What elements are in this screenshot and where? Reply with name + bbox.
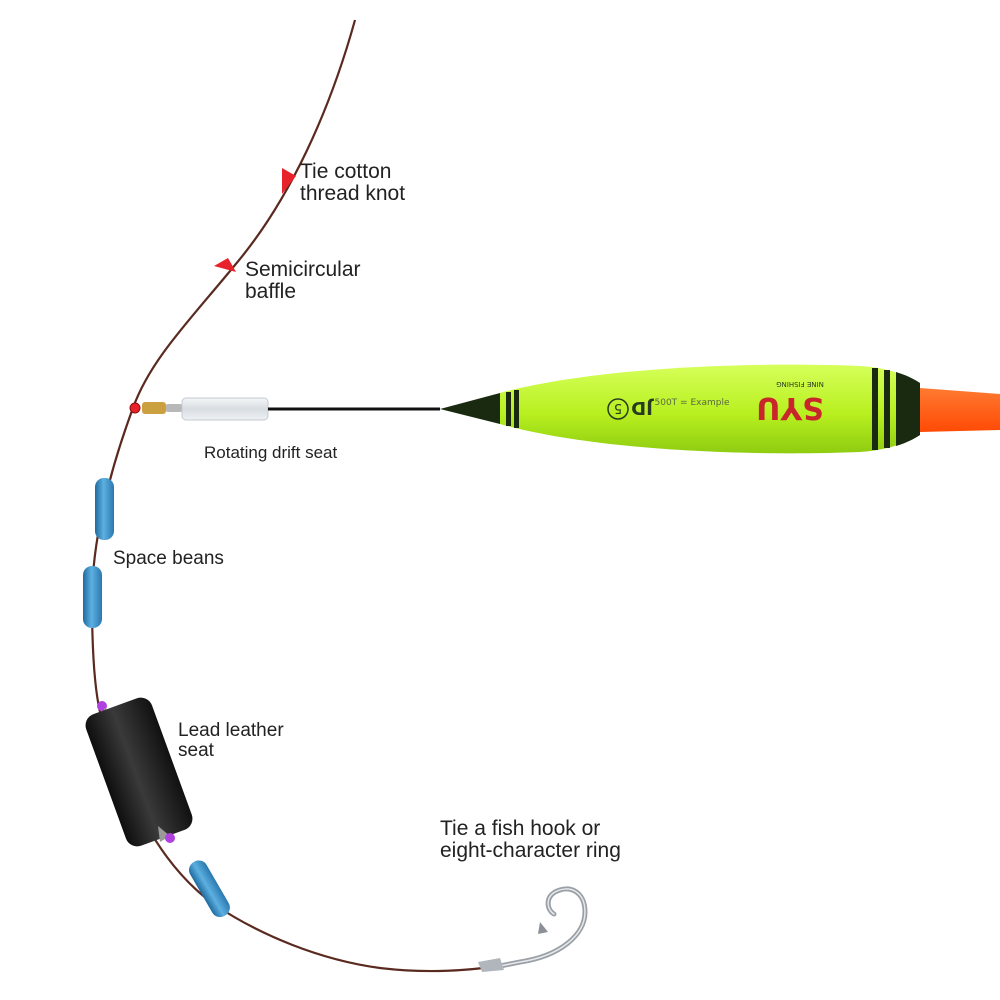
label-rotating-drift-seat: Rotating drift seat — [204, 444, 337, 462]
float-sub-text: NINE FISHING — [776, 380, 824, 388]
float-tip — [920, 388, 1000, 432]
label-tie-cotton-line2: thread knot — [300, 182, 406, 206]
semicircular-baffle-marker — [214, 258, 236, 272]
label-space-beans-line1: Space beans — [113, 548, 224, 569]
float-branding: SYU JD 5 500T = Example NINE FISHING — [607, 380, 824, 425]
float-stripe-left-2 — [514, 390, 519, 428]
float-stem — [440, 393, 500, 424]
label-semicircular-line2: baffle — [245, 280, 296, 304]
float-brand-text: SYU — [756, 390, 824, 425]
float-small-text: 500T = Example — [655, 398, 730, 408]
label-rotating-line1: Rotating drift seat — [204, 443, 338, 462]
float-body — [500, 364, 918, 454]
space-bean-3 — [188, 860, 230, 918]
fish-hook — [478, 886, 588, 972]
label-tie-cotton-line1: Tie cotton — [300, 160, 392, 183]
label-hook-line2: eight-character ring — [440, 839, 621, 863]
space-bean-2 — [83, 566, 102, 628]
label-lead-seat-line2: seat — [178, 739, 214, 761]
float-size-circle — [607, 398, 629, 420]
float-stripe-left-1 — [506, 392, 511, 426]
space-bean-1 — [95, 478, 114, 540]
label-semicircular-baffle: Semicircular baffle — [245, 258, 361, 304]
float-stripe-right-2 — [884, 370, 890, 448]
label-lead-seat-line1: Lead leather — [178, 720, 284, 741]
label-space-beans: Space beans — [113, 549, 224, 569]
float-dark-end — [896, 372, 920, 446]
label-tie-cotton-knot: Tie cotton thread knot — [300, 160, 406, 206]
label-lead-leather-seat: Lead leather seat — [178, 721, 284, 761]
float-size-text: 5 — [614, 400, 622, 415]
label-semicircular-line1: Semicircular — [245, 258, 361, 281]
rotating-drift-seat — [129, 397, 440, 421]
float-model-text: JD — [631, 397, 655, 418]
float: SYU JD 5 500T = Example NINE FISHING — [440, 364, 1000, 454]
label-fish-hook: Tie a fish hook or eight-character ring — [440, 817, 621, 863]
float-stripe-right-1 — [872, 368, 878, 450]
cotton-knot-marker — [282, 168, 296, 194]
lead-leather-seat — [85, 697, 193, 847]
label-hook-line1: Tie a fish hook or — [440, 817, 601, 840]
